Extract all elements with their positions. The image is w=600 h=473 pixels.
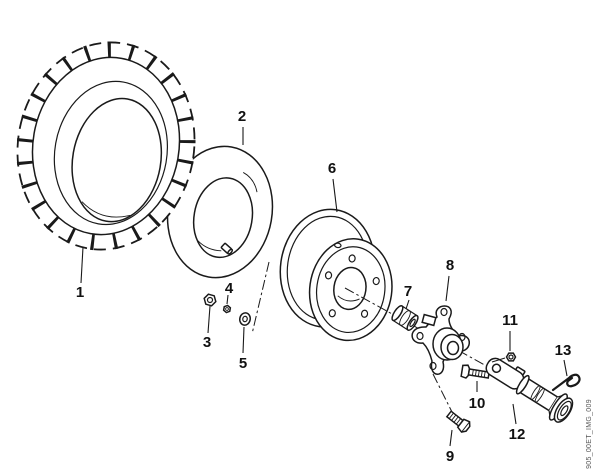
hub-key xyxy=(421,313,437,327)
callout-label-2: 2 xyxy=(238,108,246,125)
part-rim xyxy=(279,208,393,342)
bolt-axis-line xyxy=(432,373,453,413)
callout-label-9: 9 xyxy=(446,448,454,465)
callout-labels: 1 2 3 4 5 6 7 8 9 10 11 12 13 xyxy=(76,108,572,465)
rim-valve-hole xyxy=(334,242,342,249)
callout-label-1: 1 xyxy=(76,284,84,301)
callout-label-6: 6 xyxy=(328,160,336,177)
callout-label-4: 4 xyxy=(225,280,234,297)
part-stub-axle xyxy=(485,357,574,423)
callout-label-13: 13 xyxy=(555,342,572,359)
image-id-watermark: 905_00ET_IMG_009 xyxy=(586,399,593,469)
callout-label-12: 12 xyxy=(509,426,526,443)
rim-stud-hole xyxy=(348,254,356,263)
callout-label-5: 5 xyxy=(239,355,247,372)
leader-lines xyxy=(80,127,568,447)
rim-stud-hole xyxy=(324,271,333,280)
callout-label-10: 10 xyxy=(469,395,486,412)
hub-bolt-hole xyxy=(440,307,448,317)
part-tire xyxy=(16,41,196,251)
part-spring-clip xyxy=(551,373,581,392)
hub-bolt-hole xyxy=(416,331,424,341)
part-flat-washer xyxy=(239,312,251,326)
tube-valve-stem xyxy=(220,242,234,255)
callout-label-7: 7 xyxy=(404,283,412,300)
rim-stud-hole xyxy=(360,309,369,318)
callout-label-8: 8 xyxy=(446,257,454,274)
tire-sidewall xyxy=(53,80,169,226)
rim-stud-hole xyxy=(328,309,336,318)
part-spacer-bushing xyxy=(391,305,419,331)
rim-stud-hole xyxy=(372,276,380,286)
part-bolt-axle xyxy=(460,364,491,379)
hub-bore xyxy=(446,340,460,356)
hub-bolt-hole xyxy=(429,361,437,371)
tire-tread-lugs xyxy=(16,41,196,251)
part-lock-washer xyxy=(222,304,232,314)
part-valve-nut xyxy=(203,293,217,307)
tire-outer-edge xyxy=(16,41,196,251)
callout-label-11: 11 xyxy=(502,312,518,329)
part-hub xyxy=(411,305,470,375)
part-tube-ring xyxy=(166,145,274,279)
valve-axis-line xyxy=(251,261,270,335)
tire-bead-hole xyxy=(71,97,163,223)
callout-label-3: 3 xyxy=(203,334,211,351)
part-bolt-lower xyxy=(445,410,471,433)
part-axle-nut xyxy=(491,352,517,363)
